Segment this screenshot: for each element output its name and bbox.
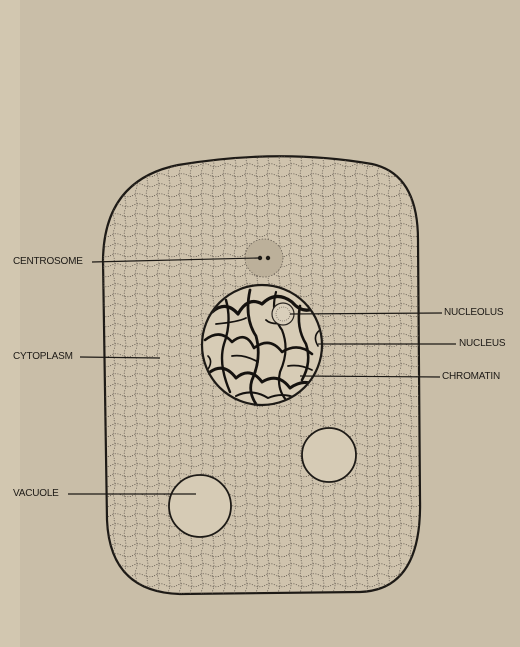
label-nucleolus: NUCLEOLUS xyxy=(444,307,503,319)
vacuole-right xyxy=(302,428,356,482)
nucleus xyxy=(202,285,322,405)
label-centrosome: CENTROSOME xyxy=(13,256,83,268)
label-chromatin: CHROMATIN xyxy=(442,371,500,383)
label-vacuole: VACUOLE xyxy=(13,488,59,500)
vacuole-lower-left xyxy=(169,475,231,537)
label-nucleus: NUCLEUS xyxy=(459,338,505,350)
label-cytoplasm: CYTOPLASM xyxy=(13,351,73,363)
paper-edge xyxy=(0,0,20,647)
